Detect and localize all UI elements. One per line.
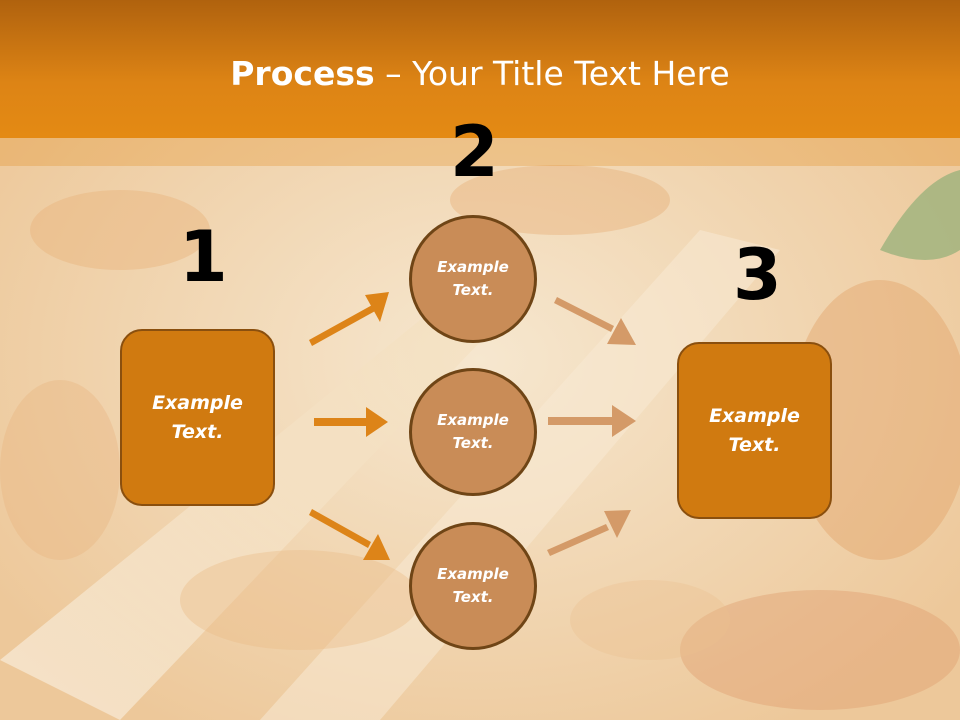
- circle-middle-text: Example Text.: [437, 411, 509, 452]
- arrow-left-to-middle: [314, 407, 388, 437]
- arrow-middle-to-right: [548, 405, 636, 437]
- arrow-top-to-right: [554, 297, 636, 345]
- arrow-left-to-top: [309, 292, 389, 346]
- slide-title-rest: – Your Title Text Here: [374, 54, 730, 93]
- title-band-fade: [0, 138, 960, 166]
- left-process-box: Example Text.: [120, 329, 275, 506]
- slide-title: Process – Your Title Text Here: [0, 54, 960, 94]
- title-band: [0, 0, 960, 138]
- right-process-box: Example Text.: [677, 342, 832, 519]
- step-number-3: 3: [733, 234, 782, 316]
- arrow-left-to-bottom: [309, 509, 390, 560]
- process-circle-middle: Example Text.: [409, 368, 537, 496]
- step-number-2: 2: [450, 111, 499, 193]
- slide-title-bold: Process: [230, 54, 375, 93]
- right-box-text: Example Text.: [709, 404, 800, 456]
- left-box-text: Example Text.: [152, 391, 243, 443]
- circle-bottom-text: Example Text.: [437, 565, 509, 606]
- step-number-1: 1: [179, 216, 228, 298]
- process-circle-top: Example Text.: [409, 215, 537, 343]
- arrow-bottom-to-right: [547, 510, 631, 556]
- circle-top-text: Example Text.: [437, 258, 509, 299]
- process-circle-bottom: Example Text.: [409, 522, 537, 650]
